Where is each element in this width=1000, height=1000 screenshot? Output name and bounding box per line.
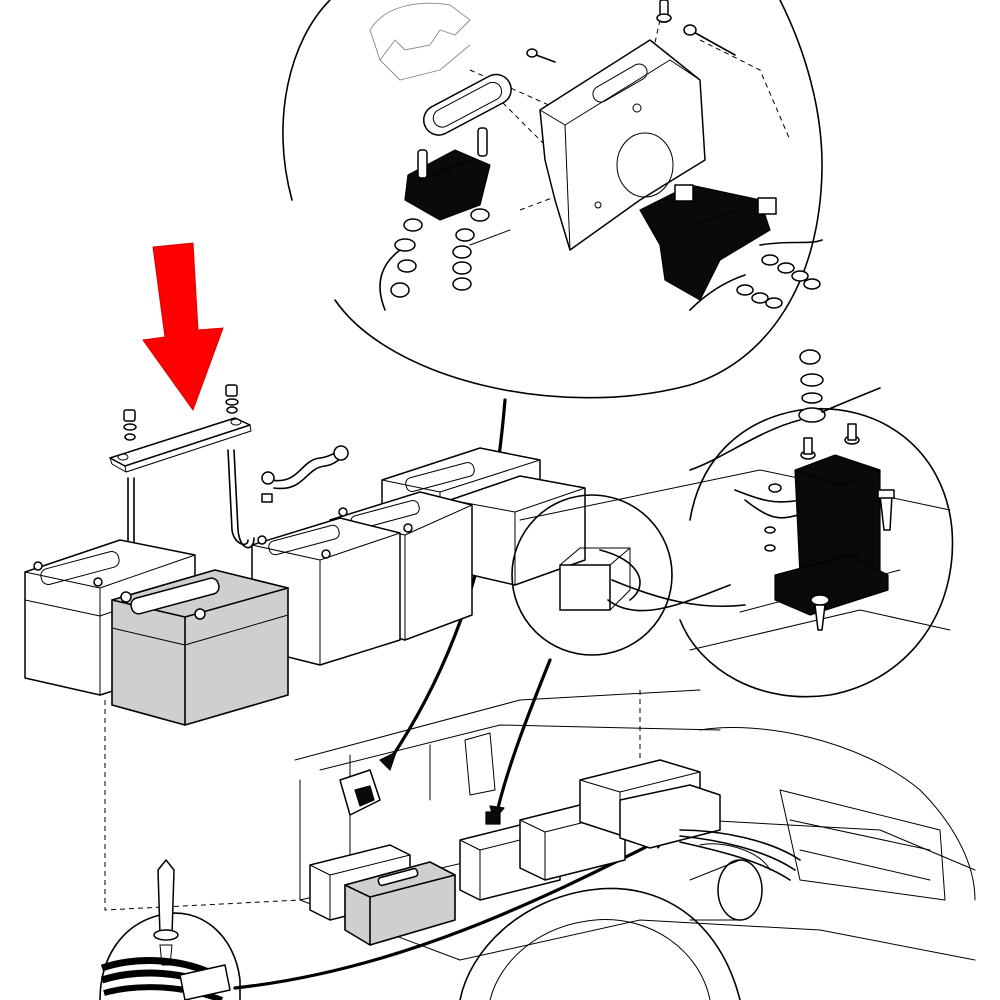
vehicle-battery-highlighted [344,861,456,946]
washer-stack-center [452,208,511,291]
leader-line-top [388,398,507,762]
mounting-bracket-part [539,39,706,251]
screw-left [526,48,556,63]
solenoid-mounting-inset [511,349,954,698]
solenoid-part [639,184,777,301]
highlight-red-arrow [142,242,224,412]
battery-pack-six-batteries [24,447,586,726]
golf-cart-chassis-cutaway [104,689,976,1000]
leader-line-bottom [233,838,662,990]
battery-jumper-cable [261,445,349,503]
cable-clip-inset [99,859,241,1000]
terminal-block-part [404,127,491,221]
screw-top [656,0,672,23]
control-box-part [559,564,611,611]
arrowhead-top [379,751,397,771]
terminal-hardware-stack [689,349,881,471]
leader-line-right [496,658,552,810]
mounting-bolt-right [877,489,895,531]
battery-highlighted [111,569,289,726]
solenoid-mounted [774,423,889,616]
mounting-bolt-bottom [810,594,830,631]
gasket-part [422,73,512,136]
vehicle-solenoid-bracket [339,732,501,825]
vehicle-battery-5 [619,784,721,849]
motor-assembly [679,829,801,921]
wiring-detail-circle [511,494,673,656]
washer-stack-left [379,218,423,311]
solenoid-bracket-exploded-inset [282,0,823,399]
push-pin-clip [153,859,179,966]
pin-right [683,24,736,56]
